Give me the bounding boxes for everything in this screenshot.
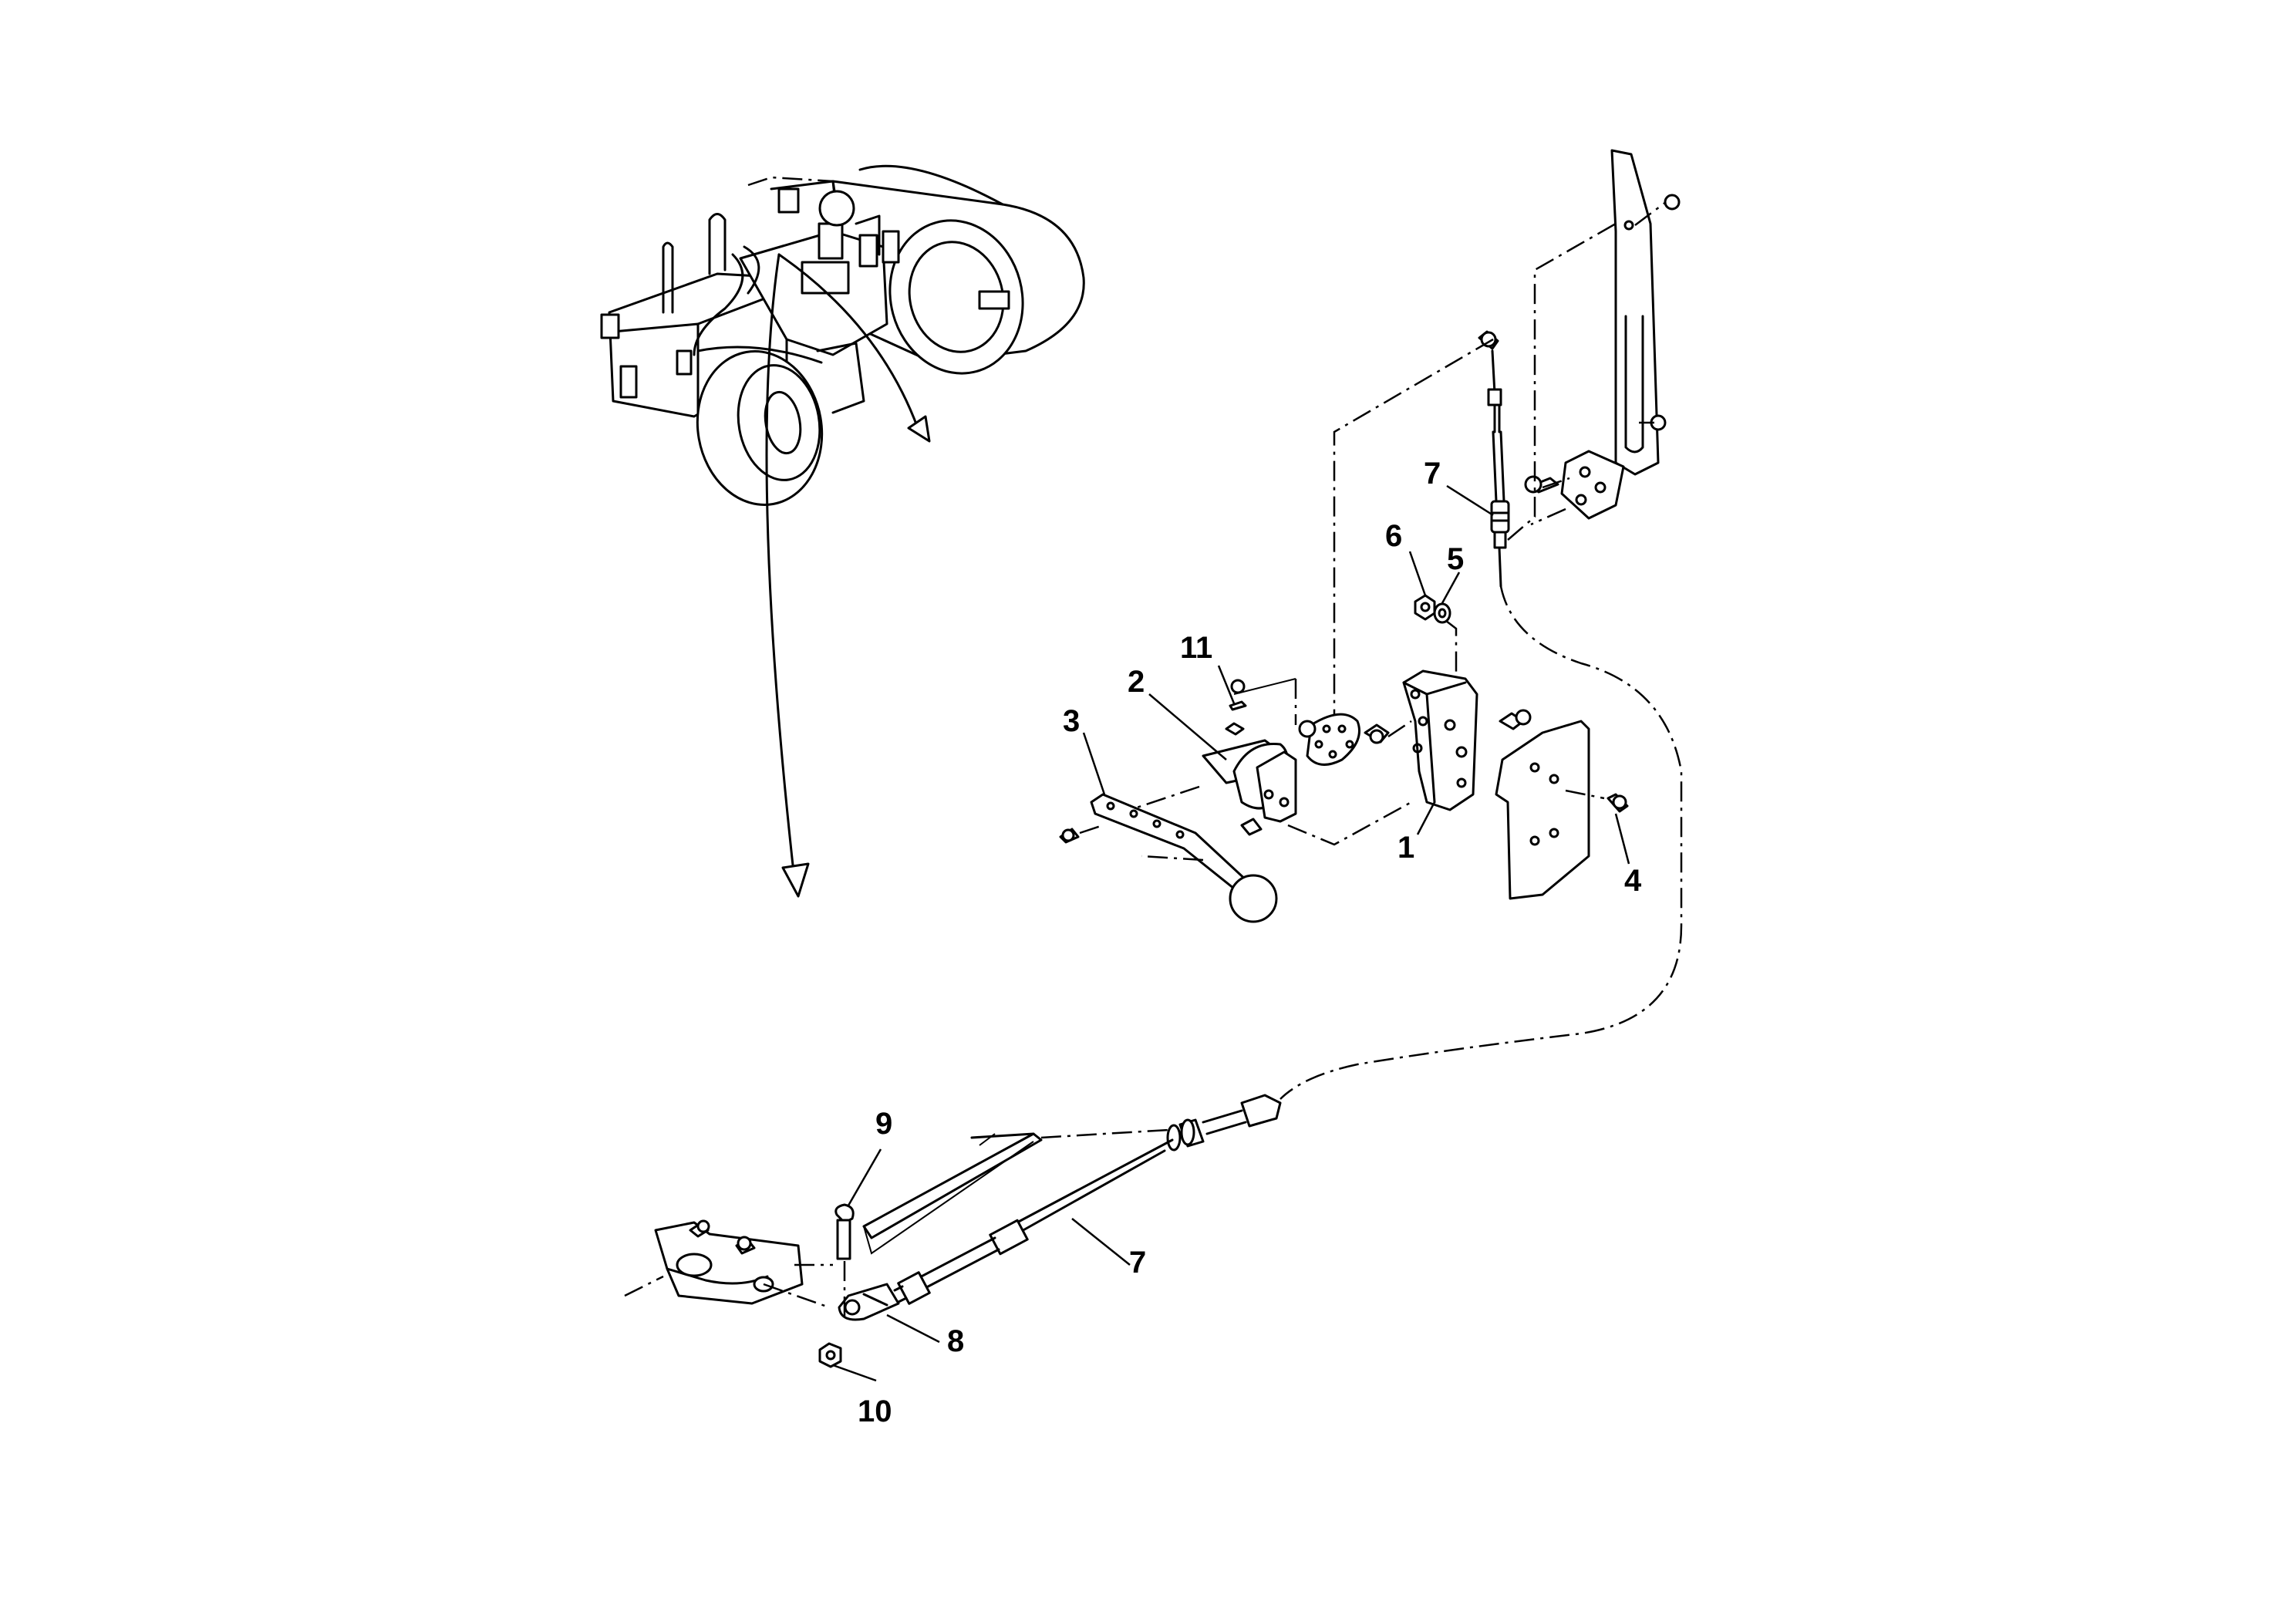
callout-6: 6 <box>1385 519 1402 553</box>
mounting-arm <box>1524 149 1681 526</box>
callout-2: 2 <box>1128 665 1145 699</box>
callout-10: 10 <box>858 1394 892 1428</box>
control-handle <box>1059 793 1278 923</box>
callout-5: 5 <box>1447 542 1464 576</box>
lever-assembly <box>1118 678 1412 846</box>
main-bracket <box>1402 669 1532 811</box>
callout-7-lower: 7 <box>1129 1246 1146 1280</box>
callout-11: 11 <box>1180 631 1212 665</box>
lower-mount-bracket <box>624 1219 833 1309</box>
control-cable-upper <box>1333 222 1617 717</box>
cable-routing-line <box>1279 585 1683 1100</box>
callout-1: 1 <box>1397 831 1414 865</box>
control-cable-lower <box>818 1094 1282 1368</box>
callout-leaders <box>832 484 1630 1382</box>
callout-3: 3 <box>1063 704 1080 738</box>
callout-7-upper: 7 <box>1424 457 1441 491</box>
callout-9: 9 <box>875 1107 892 1141</box>
roller-machine-illustration <box>600 164 1085 898</box>
callout-labels: 1 2 3 4 5 6 7 7 8 9 10 11 <box>858 457 1642 1428</box>
callout-8: 8 <box>947 1324 964 1358</box>
hardware-nut-washer <box>1414 594 1458 686</box>
callout-4: 4 <box>1624 864 1642 898</box>
mounting-plate <box>1495 720 1629 900</box>
